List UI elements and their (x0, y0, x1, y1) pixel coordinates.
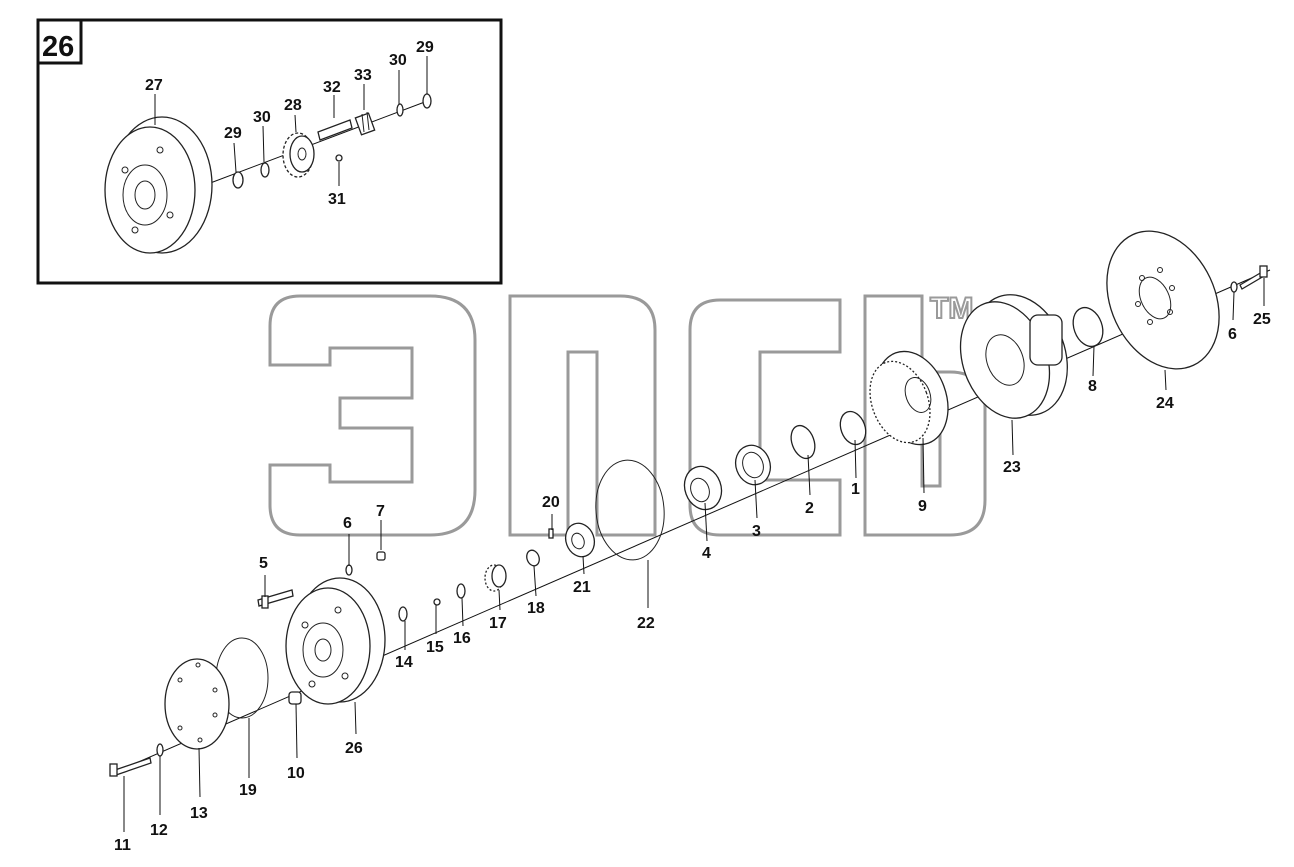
sun-gear-icon (484, 564, 507, 592)
inset-ring-icon-2 (396, 103, 404, 117)
bolt-icon (1239, 265, 1268, 290)
washer-icon (1230, 281, 1238, 293)
snap-ring-small-icon (526, 549, 540, 567)
inset-ball-icon (335, 154, 343, 162)
callout-18: 18 (527, 600, 545, 617)
inset-bearing-icon (354, 111, 376, 136)
callout-29: 29 (224, 125, 242, 142)
callout-20: 20 (542, 494, 560, 511)
inset-washer-icon (232, 171, 244, 189)
bearing-cone-icon (683, 465, 723, 511)
callout-13: 13 (190, 805, 208, 822)
inset-housing-icon (104, 116, 213, 254)
callout-labels: 27 29 30 28 32 33 30 29 31 1 2 3 4 5 6 6… (114, 39, 1271, 854)
callout-3: 3 (752, 523, 761, 540)
drain-plug-icon (288, 691, 302, 705)
callout-5: 5 (259, 555, 268, 572)
callout-30: 30 (253, 109, 271, 126)
callout-16: 16 (453, 630, 471, 647)
callout-10: 10 (287, 765, 305, 782)
callout-19: 19 (239, 782, 257, 799)
callout-30-right: 30 (389, 52, 407, 69)
seal-icon (790, 424, 816, 460)
callout-11: 11 (114, 837, 131, 854)
callout-9: 9 (918, 498, 927, 515)
washer-small-icon (398, 606, 408, 622)
callout-1: 1 (851, 481, 860, 498)
washer-icon-2 (345, 564, 353, 576)
callout-31: 31 (328, 191, 346, 208)
main-assembly (109, 230, 1271, 832)
callout-24: 24 (1156, 395, 1174, 412)
callout-29-right: 29 (416, 39, 434, 56)
callout-27: 27 (145, 77, 163, 94)
stud-icon (257, 589, 294, 609)
inset-ring-icon (260, 162, 270, 178)
plug-icon (376, 551, 386, 561)
callout-25: 25 (1253, 311, 1271, 328)
snap-ring-icon (839, 410, 867, 446)
callout-6-left: 6 (343, 515, 352, 532)
pin-icon (548, 528, 554, 539)
inset-washer-icon-2 (422, 93, 432, 109)
inset-label: 26 (42, 31, 74, 63)
planetary-housing-icon (285, 577, 386, 705)
o-ring-icon (1072, 306, 1104, 348)
inset-shaft-icon (317, 119, 353, 141)
callout-22: 22 (637, 615, 655, 632)
callout-6-right: 6 (1228, 326, 1237, 343)
callout-15: 15 (426, 639, 444, 656)
callout-23: 23 (1003, 459, 1021, 476)
callout-21: 21 (573, 579, 591, 596)
callout-4: 4 (702, 545, 711, 562)
callout-14: 14 (395, 654, 413, 671)
callout-7: 7 (376, 503, 385, 520)
callout-32: 32 (323, 79, 341, 96)
inset-detail-frame: 26 (36, 18, 503, 285)
inset-gear-icon (282, 132, 315, 178)
callout-2: 2 (805, 500, 814, 517)
callout-12: 12 (150, 822, 168, 839)
callout-28: 28 (284, 97, 302, 114)
ball-icon (433, 598, 441, 606)
cover-bolt-icon (109, 757, 152, 777)
disc-icon (1106, 230, 1220, 370)
bearing-cup-icon (734, 444, 772, 486)
watermark-logo: TM (268, 291, 987, 537)
washer-icon-3 (156, 743, 164, 757)
callout-26: 26 (345, 740, 363, 757)
ring-small-icon (456, 583, 466, 599)
large-o-ring-icon (595, 459, 665, 561)
carrier-plate-icon (564, 522, 596, 558)
callout-33: 33 (354, 67, 372, 84)
callout-17: 17 (489, 615, 507, 632)
hub-housing-icon (959, 294, 1068, 419)
ring-gear-icon (869, 350, 949, 446)
callout-8: 8 (1088, 378, 1097, 395)
cover-plate-icon (164, 658, 230, 750)
